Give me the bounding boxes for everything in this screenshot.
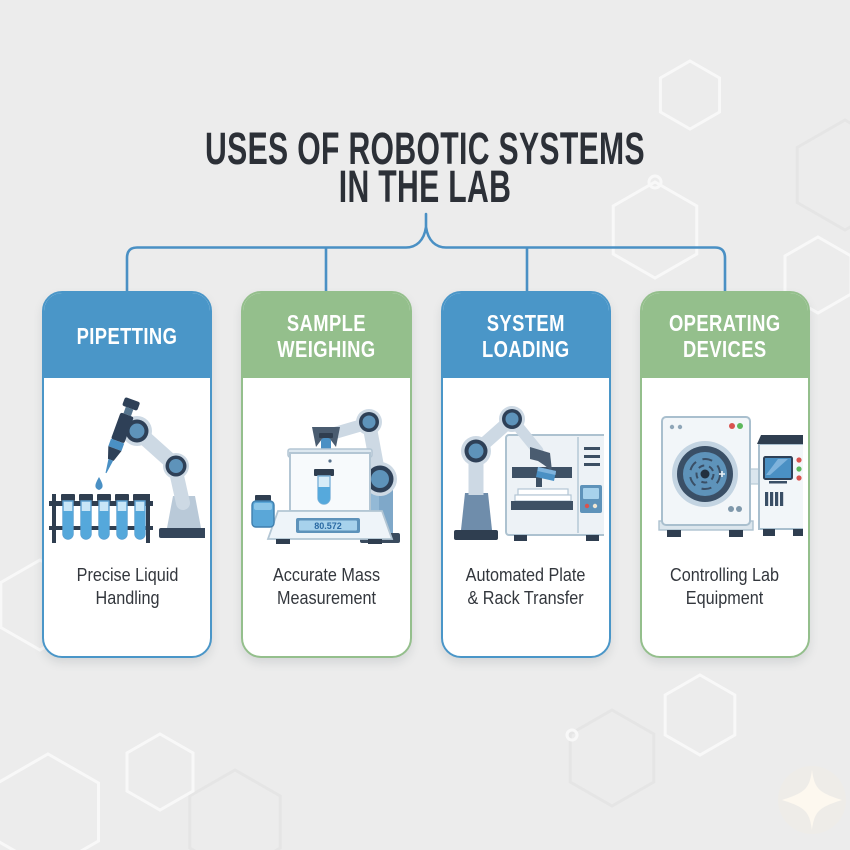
description-line: Controlling Lab <box>670 565 780 585</box>
description-line: & Rack Transfer <box>467 588 584 608</box>
header-line: WEIGHING <box>277 335 376 362</box>
cards-row: PIPETTING <box>42 291 810 658</box>
description-line: Measurement <box>276 588 376 608</box>
sparkle-star-icon <box>778 766 846 834</box>
weighing-robot-arm-icon: 80.572 <box>248 378 404 560</box>
card-sample-weighing-header: SAMPLE WEIGHING <box>243 293 410 378</box>
header-line: SYSTEM <box>486 309 565 336</box>
description-line: Handling <box>95 588 160 608</box>
description-line: Automated Plate <box>465 565 586 585</box>
card-pipetting: PIPETTING <box>42 291 213 658</box>
page-title: USES OF ROBOTIC SYSTEMS IN THE LAB <box>140 123 710 212</box>
header-line: DEVICES <box>683 335 767 362</box>
balance-display-value: 80.572 <box>315 521 343 531</box>
description-line: Accurate Mass <box>272 565 380 585</box>
page-title-line1: USES OF ROBOTIC SYSTEMS <box>205 123 645 174</box>
pipetting-robot-arm-icon <box>49 378 206 560</box>
description-line: Precise Liquid <box>76 565 179 585</box>
card-pipetting-description: Precise Liquid Handling <box>76 564 178 610</box>
header-line: SAMPLE <box>286 309 366 336</box>
plate-loading-robot-icon <box>448 378 604 560</box>
description-line: Equipment <box>686 588 764 608</box>
card-sample-weighing: SAMPLE WEIGHING <box>241 291 412 658</box>
lab-equipment-control-icon <box>647 378 803 560</box>
card-operating-devices-header: OPERATING DEVICES <box>641 293 808 378</box>
header-line: PIPETTING <box>76 322 178 349</box>
header-line: OPERATING <box>669 309 781 336</box>
card-sample-weighing-description: Accurate Mass Measurement <box>273 564 380 610</box>
card-system-loading-header: SYSTEM LOADING <box>442 293 609 378</box>
card-system-loading: SYSTEM LOADING <box>440 291 611 658</box>
card-system-loading-description: Automated Plate & Rack Transfer <box>466 564 586 610</box>
card-pipetting-header: PIPETTING <box>44 293 211 378</box>
page-title-line2: IN THE LAB <box>338 161 512 212</box>
card-operating-devices: OPERATING DEVICES <box>639 291 810 658</box>
card-operating-devices-description: Controlling Lab Equipment <box>670 564 779 610</box>
header-line: LOADING <box>481 335 570 362</box>
